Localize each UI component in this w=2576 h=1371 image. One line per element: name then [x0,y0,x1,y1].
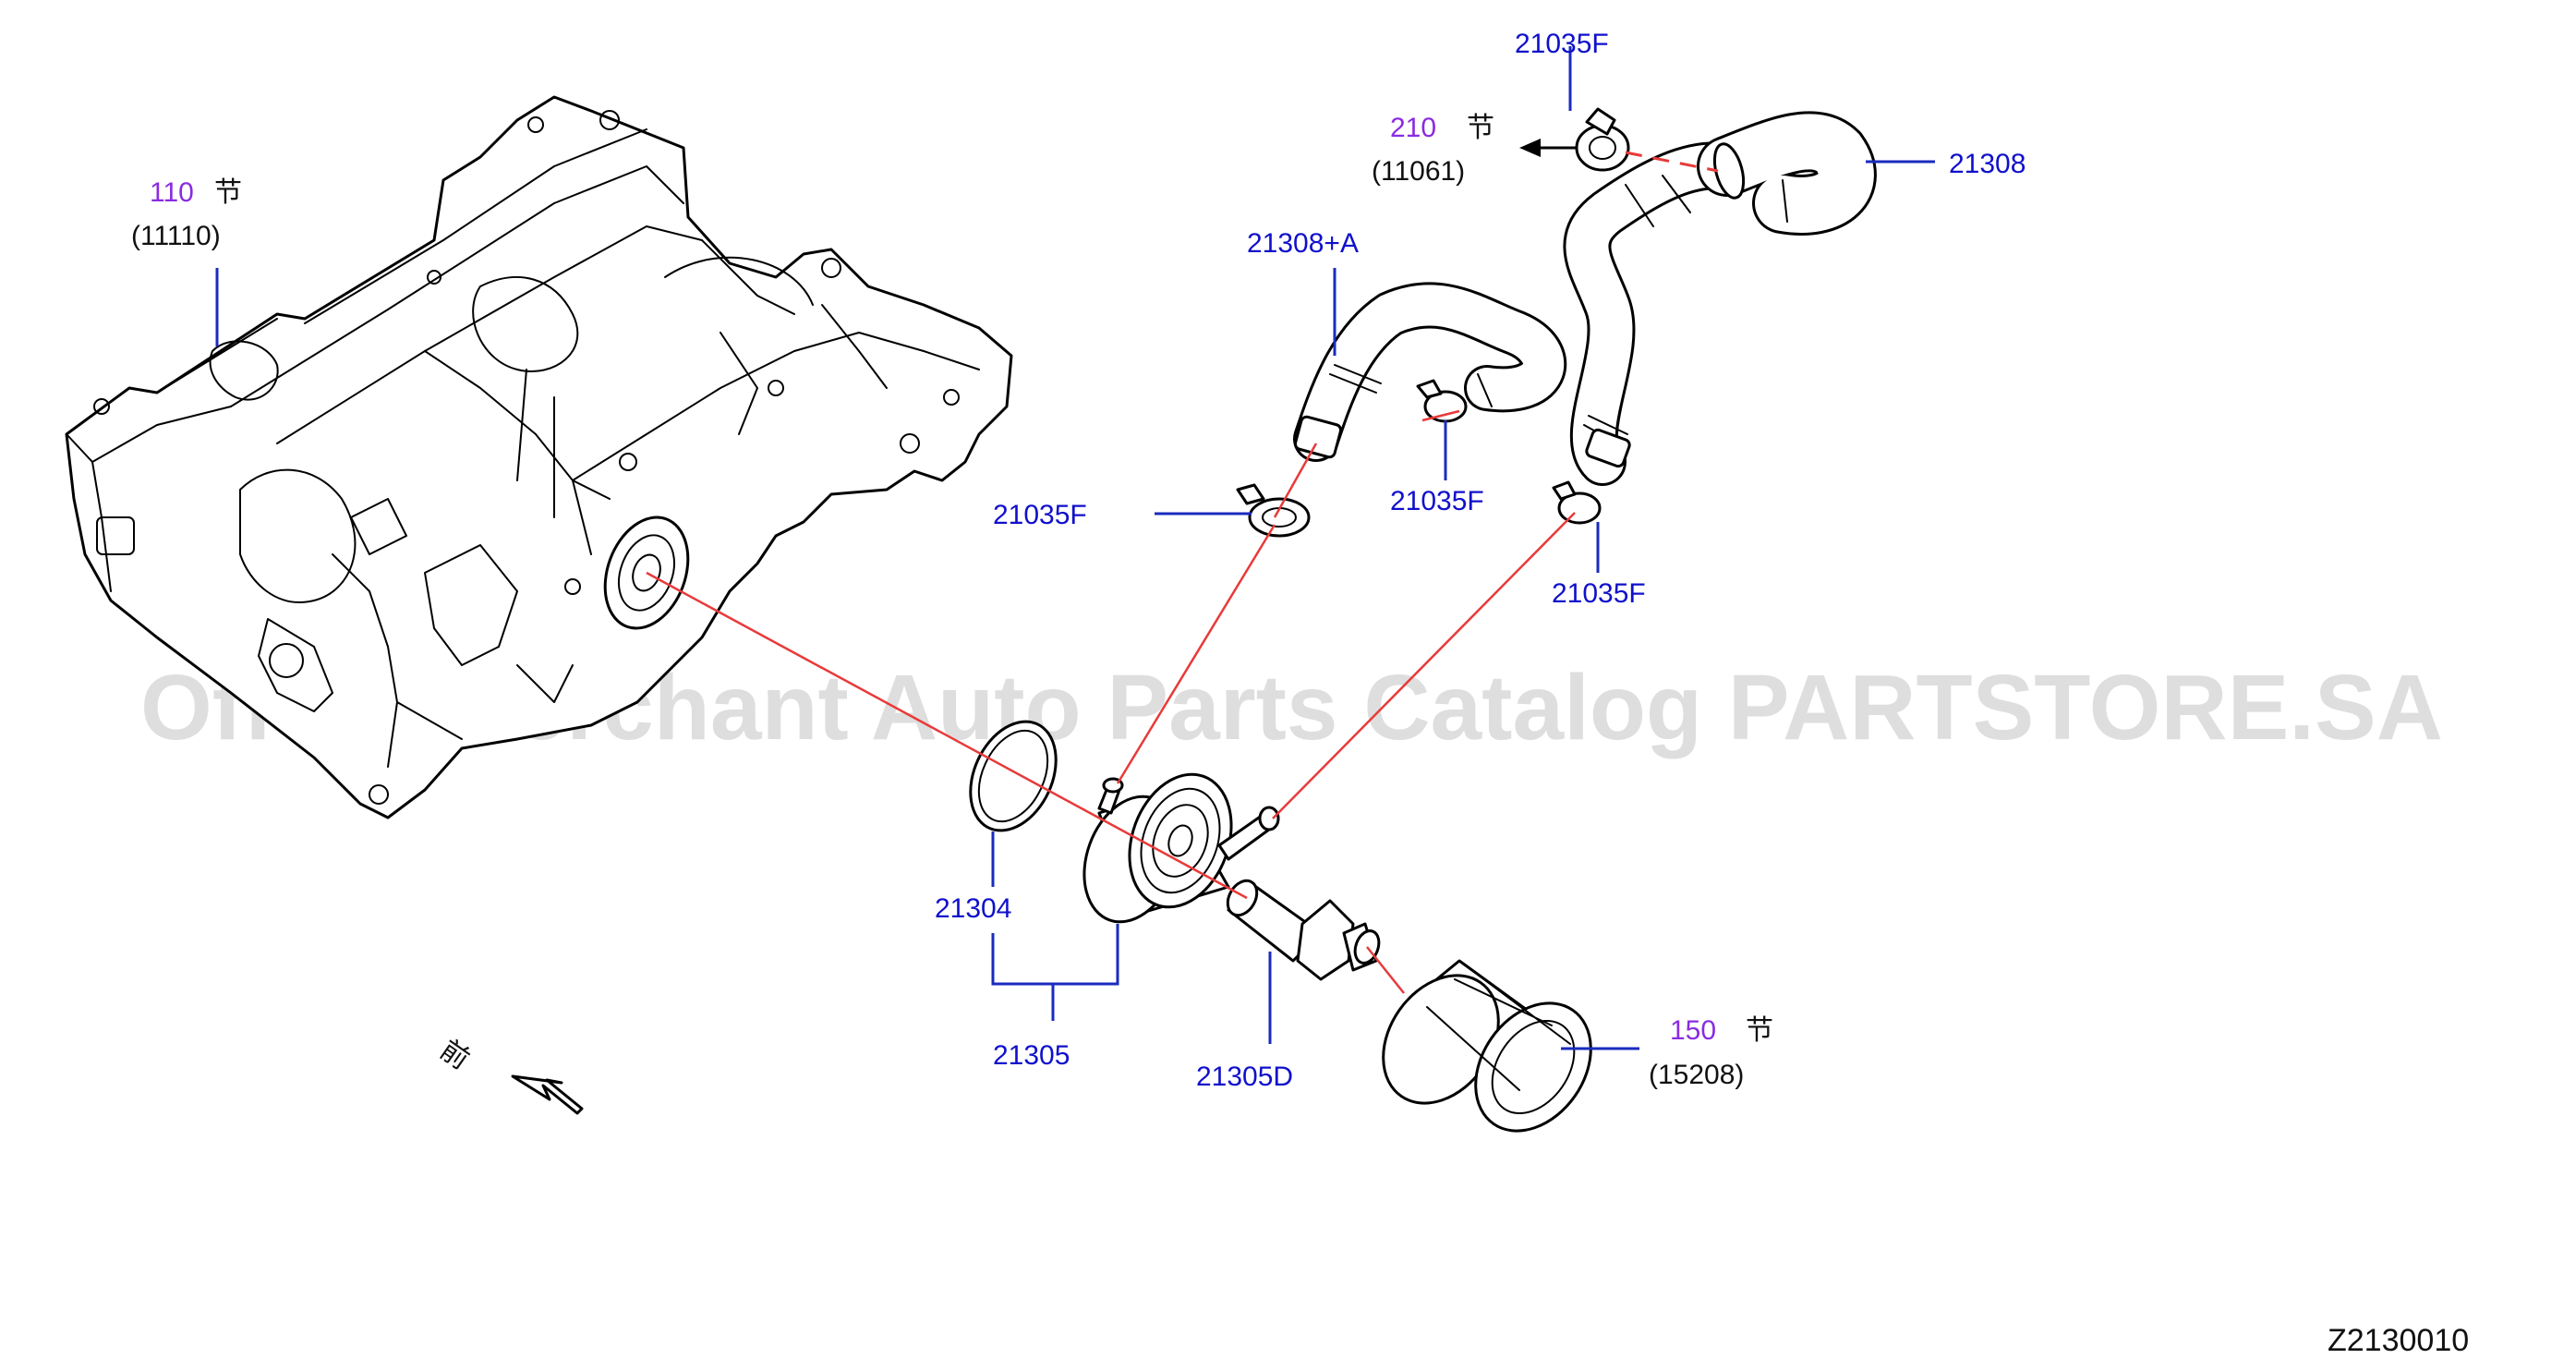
assembly-lines [646,151,1719,994]
part-number-clamp-mid[interactable]: 21035F [1390,486,1484,516]
clamp-right[interactable] [1552,480,1602,525]
part-number-o-ring[interactable]: 21304 [935,893,1011,924]
section-char-oil-line: 节 [1467,113,1494,143]
section-code-engine-block: (11110) [131,221,221,251]
front-direction-marker: 前 [434,1035,584,1115]
part-number-clamp-right[interactable]: 21035F [1552,578,1646,609]
clamp-left[interactable] [1236,483,1311,538]
part-number-clamp-top[interactable]: 21035F [1515,29,1609,59]
oil-hose-upper[interactable] [1563,111,1877,486]
part-number-hose-upper[interactable]: 21308 [1949,149,2026,179]
clamp-top[interactable] [1575,107,1630,172]
front-arrow-icon [511,1074,584,1115]
front-label: 前 [434,1035,475,1075]
section-code-oil-line: (11061) [1372,156,1465,187]
part-number-oil-cooler[interactable]: 21305 [993,1040,1070,1071]
diagram-code: Z2130010 [2328,1323,2469,1358]
section-ref-oil-filter[interactable]: 150 [1670,1015,1716,1046]
section-ref-engine-block[interactable]: 110 [150,177,194,208]
part-number-connector-bolt[interactable]: 21305D [1196,1062,1293,1092]
section-ref-oil-line[interactable]: 210 [1390,113,1436,143]
part-number-clamp-left[interactable]: 21035F [993,500,1087,530]
section-char-oil-filter: 节 [1746,1015,1773,1046]
section-code-oil-filter: (15208) [1649,1060,1744,1090]
engine-block-drawing[interactable] [65,95,1013,819]
o-ring[interactable] [954,708,1073,844]
leader-lines [215,46,1935,1050]
section-arrow [1519,139,1578,157]
oil-filter[interactable] [1360,953,1615,1153]
connector-bolt[interactable] [1222,876,1384,981]
clamp-mid[interactable] [1416,379,1468,423]
oil-hose-a[interactable] [1293,282,1567,462]
section-char-engine-block: 节 [214,177,242,208]
part-number-hose-a[interactable]: 21308+A [1247,228,1359,259]
